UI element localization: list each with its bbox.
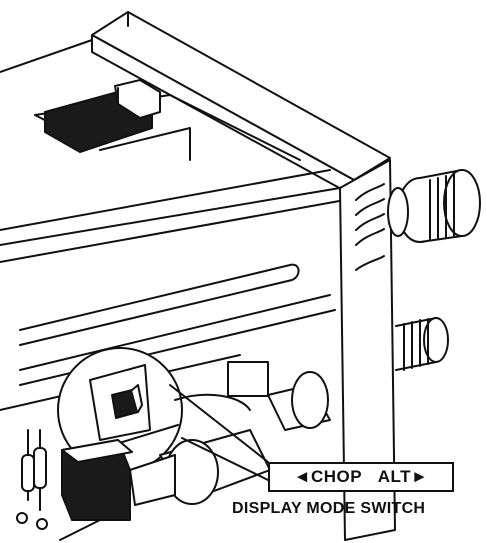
cable-leads <box>16 429 101 541</box>
side-panel <box>339 159 396 541</box>
right-arrow-icon: ► <box>411 467 429 486</box>
alt-label: ALT <box>377 467 412 486</box>
knob-upper <box>387 169 481 243</box>
chop-alt-label-box: ◄ CHOP ALT ► <box>268 462 454 492</box>
left-arrow-icon: ◄ <box>293 467 311 486</box>
figure-caption: DISPLAY MODE SWITCH <box>232 500 426 517</box>
callout-leader <box>169 384 269 481</box>
knob-lower <box>395 317 449 371</box>
chassis-top <box>0 39 346 263</box>
switch-highlight-circle <box>57 347 183 473</box>
black-foot-block <box>61 439 133 521</box>
components <box>129 361 331 506</box>
chop-label: CHOP <box>310 467 363 486</box>
connector-block <box>44 79 161 153</box>
label-gap <box>362 467 378 487</box>
top-rail <box>91 11 391 197</box>
